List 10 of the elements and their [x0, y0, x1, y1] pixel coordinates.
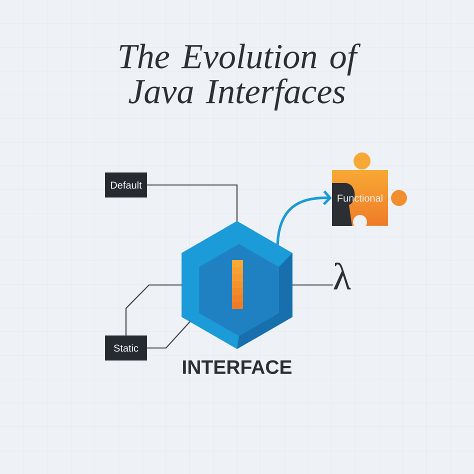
connector-line [146, 321, 190, 349]
title: The Evolution of Java Interfaces [120, 43, 361, 111]
arrow [276, 190, 332, 246]
connector-line [292, 284, 334, 286]
connector-line [146, 184, 238, 222]
connector-line [125, 284, 182, 336]
hexagon-label: INTERFACE [183, 360, 292, 374]
label-box: Static [105, 336, 147, 360]
label-box: Default [105, 172, 147, 198]
symbol-label: λ [334, 262, 352, 290]
